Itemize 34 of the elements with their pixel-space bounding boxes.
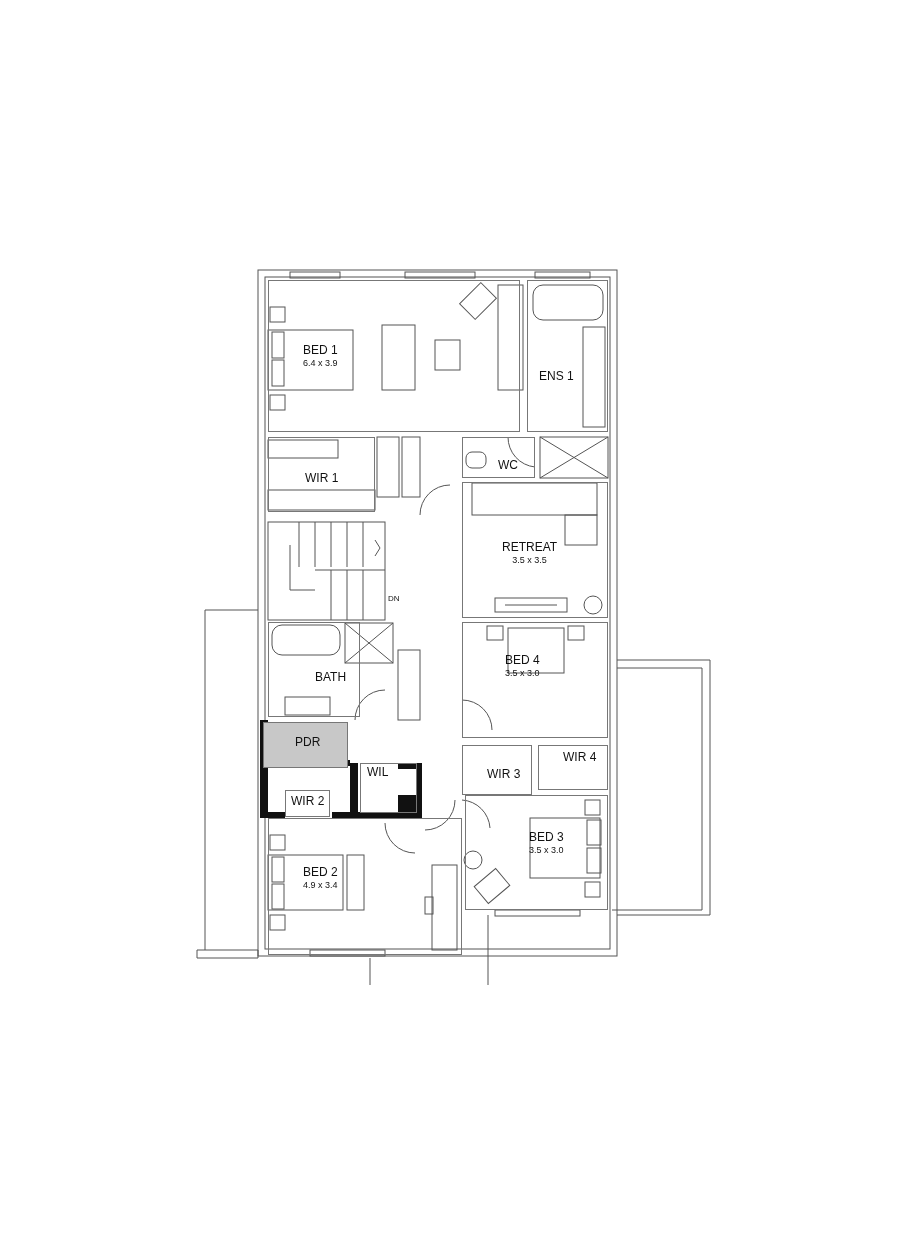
room-dimensions: 3.5 x 3.5 xyxy=(512,555,547,567)
room-name: BED 1 xyxy=(303,343,338,358)
room-outline xyxy=(360,763,417,813)
room-outline xyxy=(268,622,360,717)
room-name: PDR xyxy=(295,735,321,750)
room-dimensions: 3.5 x 3.0 xyxy=(505,668,540,680)
room-name: WC xyxy=(498,458,518,473)
room-name: WIR 2 xyxy=(291,794,325,809)
room-outline xyxy=(462,482,608,618)
room-name: WIL xyxy=(367,765,389,780)
room-outline xyxy=(268,818,462,955)
room-name: WIR 4 xyxy=(563,750,597,765)
stair-direction-label: DN xyxy=(388,593,400,605)
room-dimensions: 6.4 x 3.9 xyxy=(303,358,338,370)
room-outline xyxy=(465,795,608,910)
room-outline xyxy=(268,437,375,512)
room-dimensions: 4.9 x 3.4 xyxy=(303,880,338,892)
room-outline xyxy=(462,437,535,478)
room-name: BED 4 xyxy=(505,653,540,668)
room-outline xyxy=(285,790,330,817)
room-dimensions: 3.5 x 3.0 xyxy=(529,845,564,857)
room-name: WIR 3 xyxy=(487,767,521,782)
room-name: RETREAT xyxy=(502,540,558,555)
room-name: BATH xyxy=(315,670,347,685)
room-outline xyxy=(462,745,532,795)
room-name: WIR 1 xyxy=(305,471,339,486)
room-outline xyxy=(527,280,608,432)
room-name: BED 3 xyxy=(529,830,564,845)
room-outline xyxy=(268,280,520,432)
room-name: BED 2 xyxy=(303,865,338,880)
room-outline xyxy=(462,622,608,738)
room-outline xyxy=(263,722,348,768)
room-outline xyxy=(538,745,608,790)
room-name: ENS 1 xyxy=(539,369,574,384)
